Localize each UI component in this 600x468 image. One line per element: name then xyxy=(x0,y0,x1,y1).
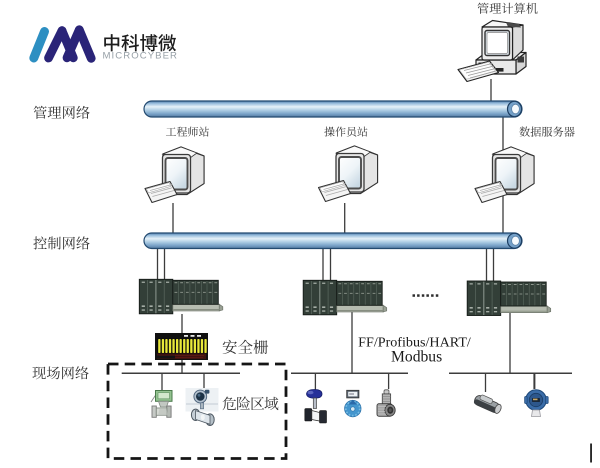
svg-text:MICROCYBER: MICROCYBER xyxy=(103,51,179,62)
svg-text:FF/Profibus/HART/: FF/Profibus/HART/ xyxy=(358,334,471,350)
svg-text:Modbus: Modbus xyxy=(391,348,442,365)
